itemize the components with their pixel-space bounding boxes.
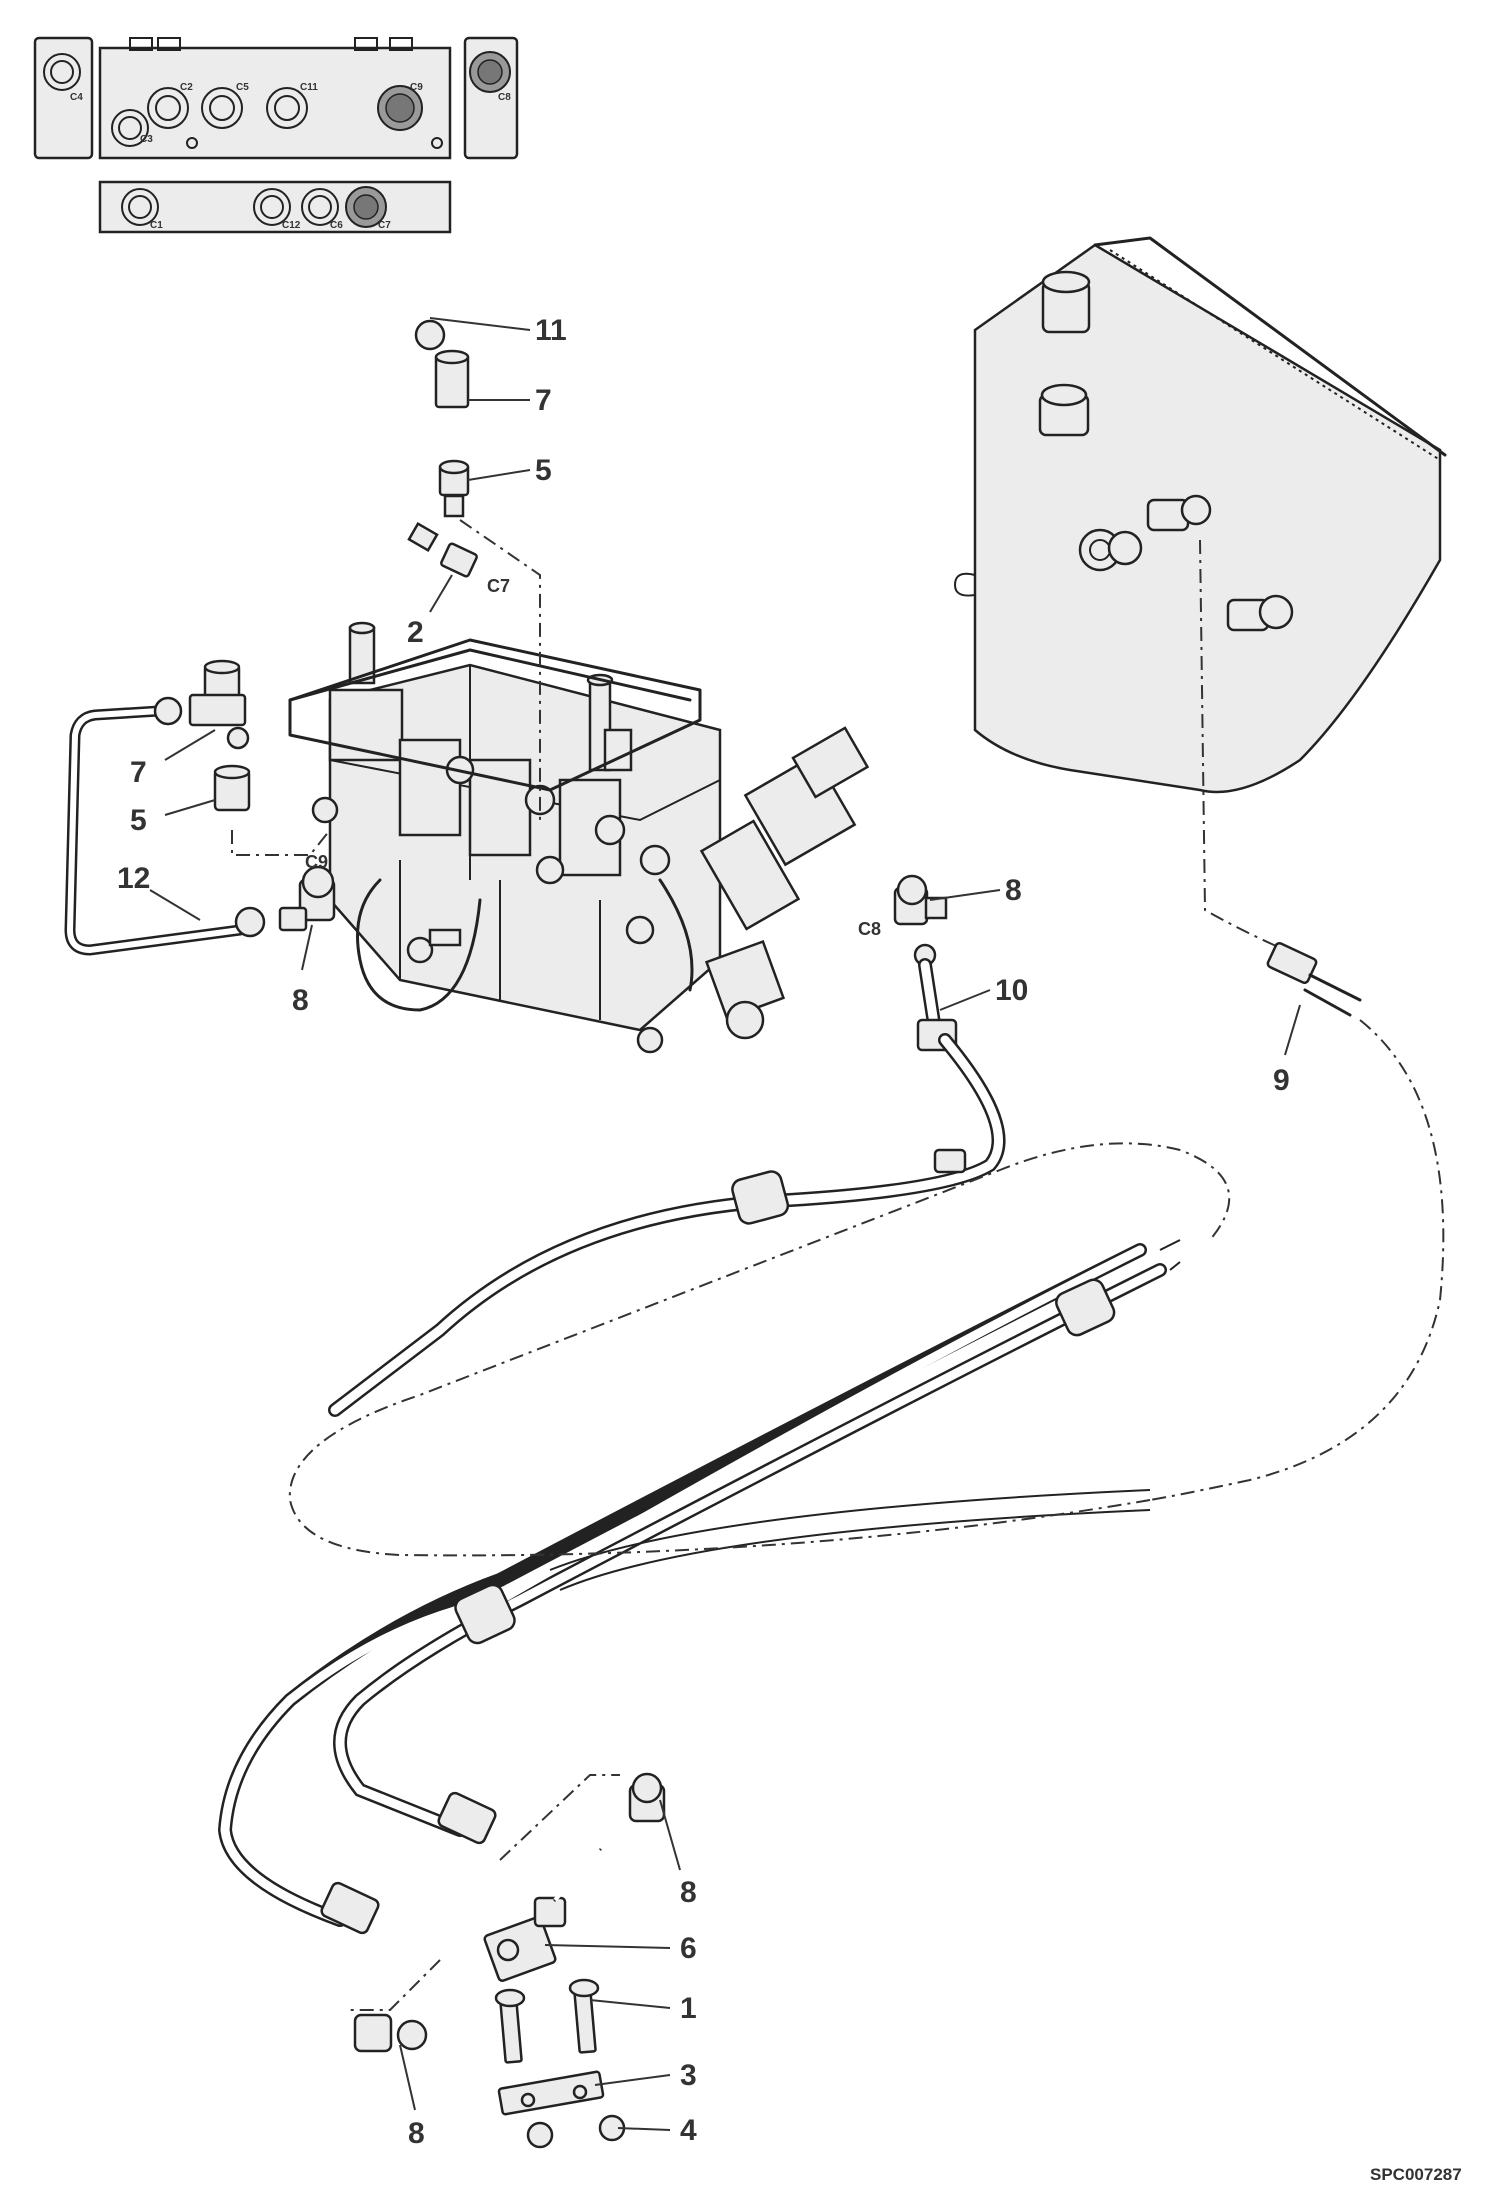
lower-hose-bundle <box>217 1239 1181 1935</box>
port-layout-inset: C4 C3 C2 C5 C11 C9 C8 C1 C12 C6 C7 <box>33 36 519 234</box>
left-pilot-line <box>64 659 336 956</box>
inset-port-label: C11 <box>300 82 318 93</box>
callout-8: 8 <box>292 984 309 1017</box>
callout-7: 7 <box>535 384 552 417</box>
tank-drain-line-9 <box>288 539 1445 1557</box>
callout-2: 2 <box>407 616 424 649</box>
callout-1: 1 <box>680 1992 697 2025</box>
callout-numbers: 11 7 5 2 7 5 12 8 8 10 9 8 6 1 3 8 4 <box>117 314 1290 2150</box>
port-label-c7: C7 <box>487 576 510 596</box>
callout-3: 3 <box>680 2059 697 2092</box>
hose-10 <box>328 874 1006 1417</box>
leader-lines <box>149 317 1301 2131</box>
inset-port-label: C3 <box>140 134 153 145</box>
control-valve-block <box>288 621 870 1054</box>
port-label-c9: C9 <box>305 852 328 872</box>
port-labels: C7 C9 C8 <box>305 576 881 939</box>
inset-port-label: C9 <box>410 82 423 93</box>
port-label-c8: C8 <box>858 919 881 939</box>
callout-12: 12 <box>117 862 150 895</box>
inset-port-label: C1 <box>150 220 163 231</box>
inset-port-label: C12 <box>282 220 301 231</box>
inset-port-label: C6 <box>330 220 343 231</box>
inset-port-label: C4 <box>70 92 83 103</box>
callout-10: 10 <box>995 974 1028 1007</box>
inset-port-label: C7 <box>378 220 391 231</box>
callout-5: 5 <box>535 454 552 487</box>
callout-4: 4 <box>680 2114 697 2147</box>
inset-port-label: C2 <box>180 82 193 93</box>
inset-port-label: C5 <box>236 82 249 93</box>
callout-11: 11 <box>535 314 567 347</box>
inset-port-label: C8 <box>498 92 511 103</box>
callout-5: 5 <box>130 804 147 837</box>
callout-9: 9 <box>1273 1064 1290 1097</box>
callout-6: 6 <box>680 1932 697 1965</box>
callout-8: 8 <box>408 2117 425 2150</box>
callout-7: 7 <box>130 756 147 789</box>
drawing-code: SPC007287 <box>1370 2165 1462 2184</box>
hydraulic-tank <box>953 236 1447 794</box>
ball-valve-assembly <box>350 1772 666 2149</box>
callout-8: 8 <box>1005 874 1022 907</box>
callout-8: 8 <box>680 1876 697 1909</box>
